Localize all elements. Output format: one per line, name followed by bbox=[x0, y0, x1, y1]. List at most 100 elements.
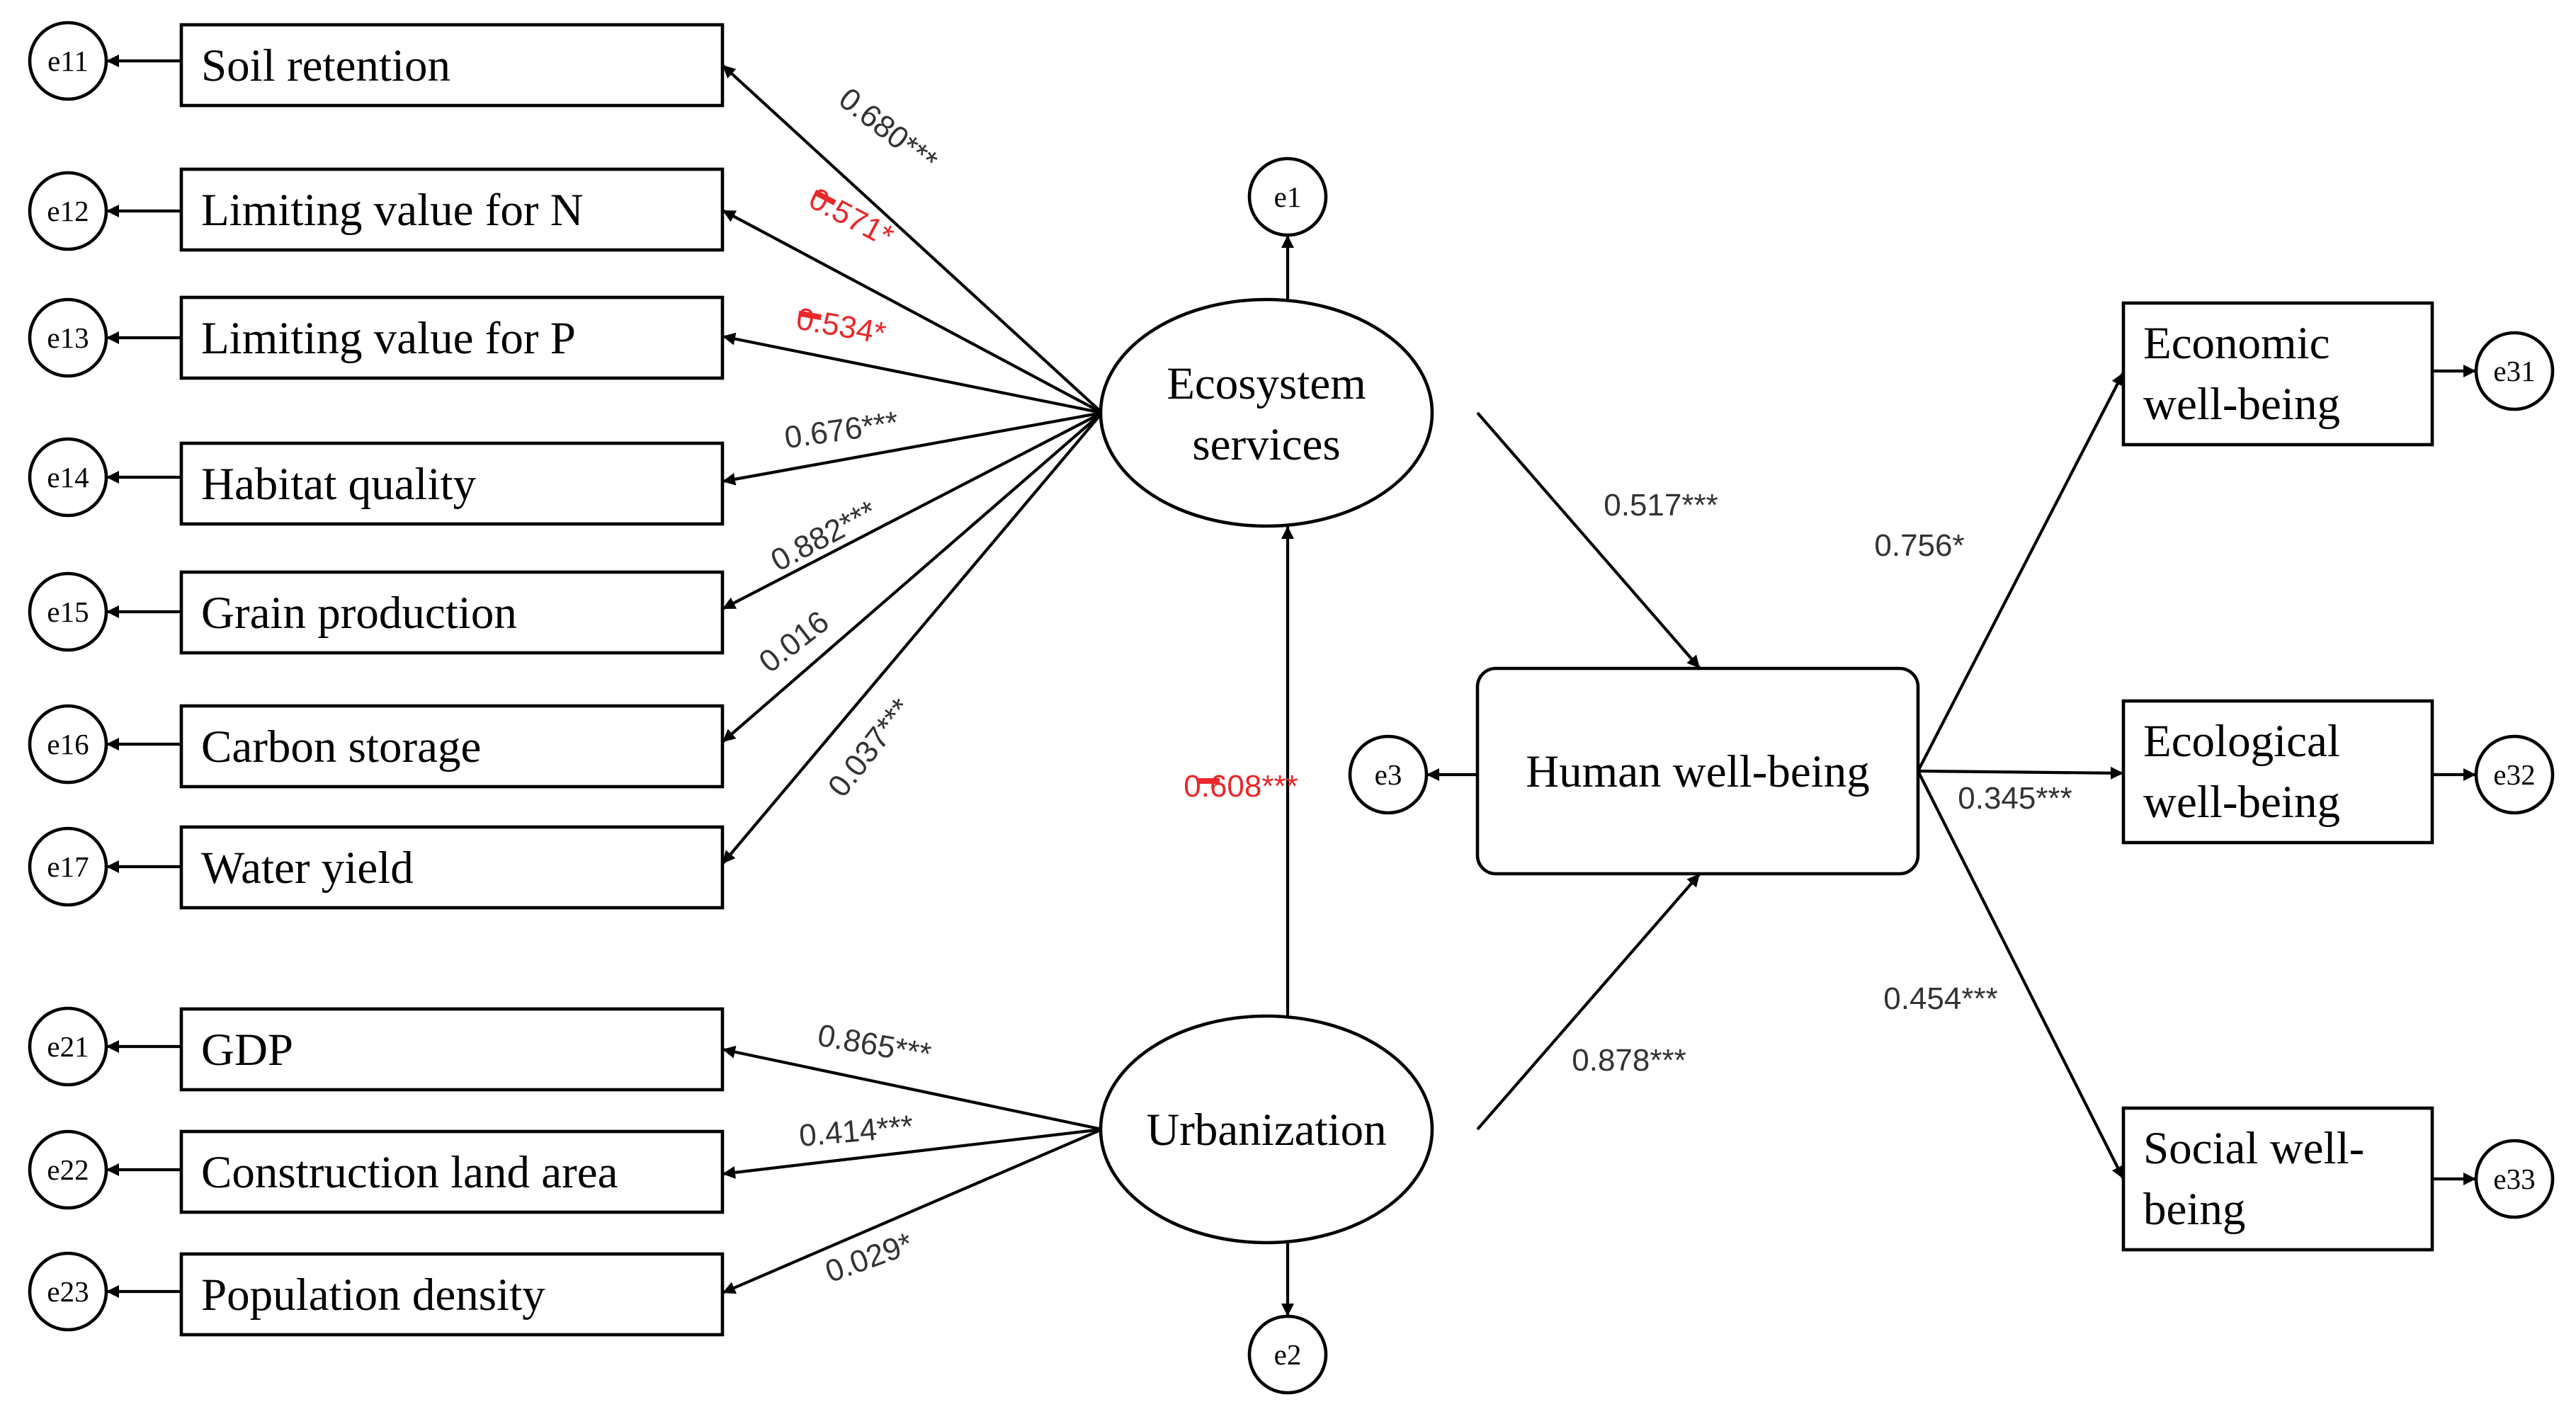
path-eco-limitn bbox=[722, 209, 1103, 414]
error-term-e2: e2 bbox=[1247, 1314, 1328, 1395]
error-circle bbox=[1247, 1314, 1328, 1395]
indicator-box bbox=[179, 441, 725, 526]
coefficient-label: 0.571* bbox=[803, 181, 899, 254]
minus-sign-icon bbox=[1197, 778, 1220, 784]
error-label: e16 bbox=[47, 728, 89, 760]
error-label: e15 bbox=[47, 595, 89, 628]
indicator-label: well-being bbox=[2143, 379, 2340, 430]
indicator-label: being bbox=[2143, 1184, 2245, 1235]
indicator-box bbox=[2121, 301, 2434, 447]
error-label: e2 bbox=[1274, 1338, 1302, 1371]
latent-label: services bbox=[1192, 419, 1340, 470]
error-label: e13 bbox=[47, 321, 89, 354]
path-eco-grain bbox=[722, 411, 1103, 610]
indicator-ecological: Ecological well-being bbox=[2121, 699, 2434, 845]
coefficient-label: 0.414*** bbox=[798, 1109, 914, 1153]
latent-eco: Ecosystem services bbox=[1099, 297, 1434, 528]
indicator-social: Social well-being bbox=[2121, 1106, 2434, 1252]
error-label: e12 bbox=[47, 195, 89, 227]
error-circle bbox=[28, 1129, 108, 1210]
coefficient-label: 0.680*** bbox=[832, 81, 943, 179]
error-circle bbox=[1348, 734, 1429, 815]
indicator-label: Construction land area bbox=[201, 1147, 618, 1198]
error-term-e17: e17 bbox=[28, 826, 108, 907]
error-label: e22 bbox=[47, 1153, 89, 1186]
indicator-box bbox=[179, 1129, 725, 1214]
indicator-box bbox=[2121, 1106, 2434, 1252]
indicator-limitp: Limiting value for P bbox=[179, 295, 725, 380]
coef-eco-soil: 0.680*** bbox=[832, 81, 943, 179]
indicator-water: Water yield bbox=[179, 825, 725, 910]
path-hwb-ecological bbox=[1917, 766, 2124, 780]
coefficient-label: 0.454*** bbox=[1883, 981, 1997, 1016]
error-label: e17 bbox=[47, 850, 89, 883]
indicator-construction: Construction land area bbox=[179, 1129, 725, 1214]
indicator-label: Population density bbox=[201, 1270, 545, 1321]
error-circle bbox=[28, 571, 108, 652]
coef-eco-habitat: 0.676*** bbox=[783, 405, 901, 455]
coefficient-label: 0.608*** bbox=[1184, 769, 1298, 804]
path-urb-construction bbox=[722, 1127, 1103, 1179]
path-eco-soil bbox=[721, 64, 1103, 414]
error-label: e33 bbox=[2493, 1163, 2535, 1195]
coef-urb-population: 0.029* bbox=[821, 1226, 917, 1290]
coef-hwb-social: 0.454*** bbox=[1883, 981, 1997, 1016]
indicator-carbon: Carbon storage bbox=[179, 704, 725, 789]
indicator-box bbox=[2121, 699, 2434, 845]
indicator-label: Limiting value for P bbox=[201, 313, 576, 364]
latent-label: Ecosystem bbox=[1167, 358, 1366, 409]
latent-ellipse bbox=[1099, 1014, 1434, 1245]
coefficient-label: 0.037*** bbox=[822, 692, 919, 803]
error-circle bbox=[28, 297, 108, 378]
path-eco-water bbox=[721, 411, 1103, 865]
error-circle bbox=[28, 171, 108, 251]
error-term-e31: e31 bbox=[2474, 331, 2555, 411]
error-term-e33: e33 bbox=[2474, 1139, 2555, 1219]
coefficient-label: 0.756* bbox=[1874, 528, 1964, 563]
coef-eco-limitn: 0.571* bbox=[803, 181, 899, 254]
indicator-habitat: Habitat quality bbox=[179, 441, 725, 526]
coefficient-label: 0.878*** bbox=[1572, 1043, 1686, 1078]
coefficient-label: 0.029* bbox=[821, 1226, 917, 1290]
latent-hwb: Human well-being bbox=[1475, 666, 1920, 876]
error-label: e32 bbox=[2493, 758, 2535, 791]
coef-urb-gdp: 0.865*** bbox=[815, 1018, 934, 1072]
latent-urb: Urbanization bbox=[1099, 1014, 1434, 1245]
paths-layer bbox=[106, 55, 2476, 1316]
coef-eco-limitp: 0.534* bbox=[794, 302, 889, 351]
coefficient-label: 0.676*** bbox=[783, 405, 901, 455]
error-label: e11 bbox=[47, 45, 89, 77]
indicator-label: Limiting value for N bbox=[201, 185, 584, 236]
error-term-e1: e1 bbox=[1247, 156, 1328, 237]
indicator-box bbox=[179, 570, 725, 655]
error-term-e32: e32 bbox=[2474, 734, 2555, 815]
indicator-label: Water yield bbox=[201, 843, 414, 894]
coef-urb-eco: 0.608*** bbox=[1184, 769, 1298, 804]
coef-eco-water: 0.037*** bbox=[822, 692, 919, 803]
error-label: e23 bbox=[47, 1275, 89, 1308]
error-term-e11: e11 bbox=[28, 21, 108, 101]
error-circle bbox=[2474, 734, 2555, 815]
error-term-e16: e16 bbox=[28, 704, 108, 785]
error-circle bbox=[28, 21, 108, 101]
path-hwb-social bbox=[1917, 770, 2125, 1180]
indicator-label: well-being bbox=[2143, 777, 2340, 828]
indicator-population: Population density bbox=[179, 1252, 725, 1337]
indicator-label: Ecological bbox=[2143, 716, 2340, 767]
path-eco-carbon bbox=[721, 411, 1103, 743]
path-eco-limitp bbox=[722, 332, 1103, 415]
path-hwb-economic bbox=[1917, 372, 2125, 772]
path-urb-gdp bbox=[722, 1045, 1103, 1131]
coef-urb-construction: 0.414*** bbox=[798, 1109, 914, 1153]
error-label: e21 bbox=[47, 1030, 89, 1063]
error-circle bbox=[28, 1251, 108, 1332]
indicator-box bbox=[179, 23, 725, 108]
error-term-e21: e21 bbox=[28, 1006, 108, 1087]
path-urb-population bbox=[722, 1128, 1103, 1294]
error-circle bbox=[28, 437, 108, 518]
indicator-label: Soil retention bbox=[201, 40, 450, 91]
indicator-box bbox=[179, 825, 725, 910]
